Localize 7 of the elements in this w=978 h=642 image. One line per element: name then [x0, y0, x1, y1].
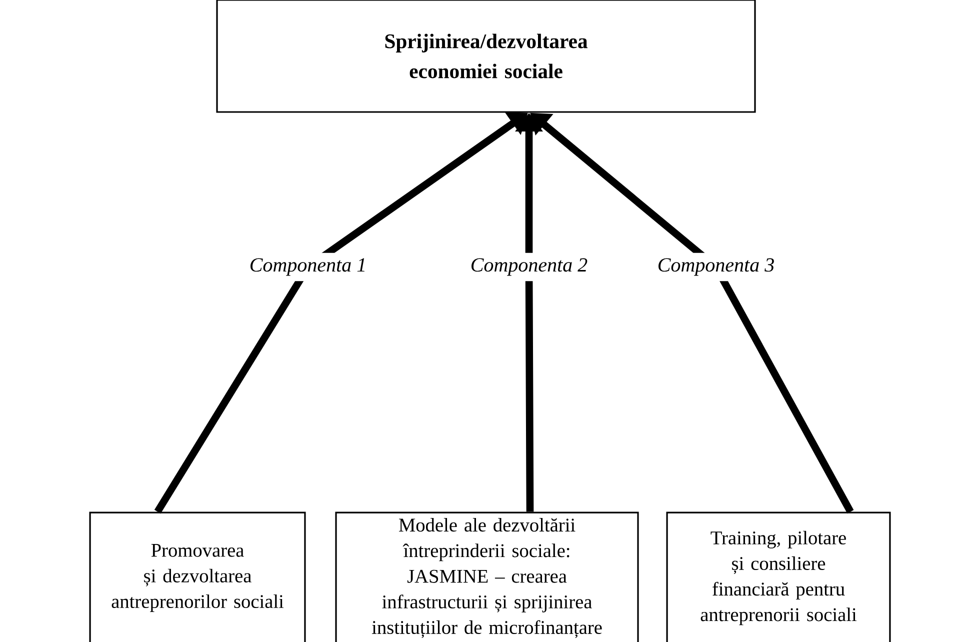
edge-label: Componenta 3: [652, 252, 780, 282]
edge-label: Componenta 2: [465, 252, 593, 282]
text-box: Training, pilotare și consiliere financiară pentru antreprenorii sociali: [666, 512, 891, 642]
text-box: Promovarea și dezvoltarea antreprenorilor sociali: [89, 512, 306, 642]
edge-label: Componenta 1: [244, 252, 372, 282]
title-box: Sprijinirea/dezvoltarea economiei sociale: [216, 0, 756, 113]
text-box: Modele ale dezvoltării întreprinderii sociale: JASMINE – crearea infrastructurii și sprijinirea instituțiilor de microfinanțare: [335, 512, 639, 642]
